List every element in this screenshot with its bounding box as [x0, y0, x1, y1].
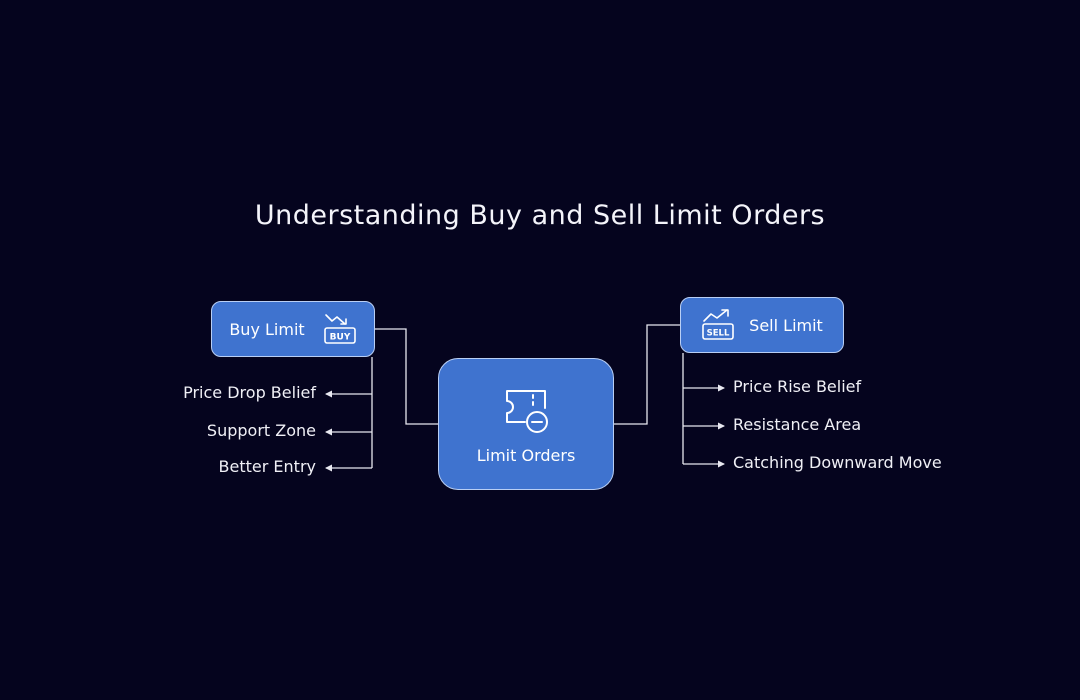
- limit-orders-node: Limit Orders: [438, 358, 614, 490]
- sell-icon-text: SELL: [707, 329, 730, 339]
- buy-limit-node: Buy Limit BUY: [211, 301, 375, 357]
- sell-limit-node: SELL Sell Limit: [680, 297, 844, 353]
- sell-up-trend-icon: SELL: [702, 309, 734, 340]
- connector-center-to-sell: [614, 324, 680, 425]
- buy-item-better-entry: Better Entry: [218, 457, 316, 476]
- buy-item-price-drop-belief: Price Drop Belief: [183, 383, 316, 402]
- buy-limit-label: Buy Limit: [229, 319, 305, 339]
- diagram-title: Understanding Buy and Sell Limit Orders: [254, 200, 826, 231]
- buy-item-support-zone: Support Zone: [206, 421, 316, 440]
- buy-icon-text: BUY: [329, 333, 350, 343]
- buy-down-trend-icon: BUY: [323, 314, 356, 344]
- limit-orders-label: Limit Orders: [476, 445, 576, 465]
- ticket-minus-icon: [506, 389, 548, 433]
- sell-item-catching-downward-move: Catching Downward Move: [733, 453, 942, 472]
- connector-center-to-buy: [375, 328, 438, 425]
- sell-limit-label: Sell Limit: [749, 315, 823, 335]
- sell-item-price-rise-belief: Price Rise Belief: [733, 377, 862, 396]
- sell-item-resistance-area: Resistance Area: [733, 415, 862, 434]
